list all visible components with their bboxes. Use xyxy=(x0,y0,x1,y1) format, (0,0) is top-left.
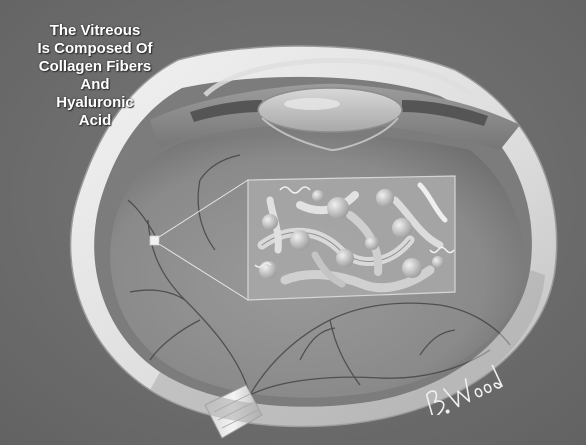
magnification-marker xyxy=(150,236,159,245)
caption: The Vitreous Is Composed Of Collagen Fib… xyxy=(10,22,180,130)
caption-line: Collagen Fibers xyxy=(10,58,180,76)
caption-line: Hyaluronic xyxy=(10,94,180,112)
lens xyxy=(258,88,402,132)
caption-line: Acid xyxy=(10,112,180,130)
lens-highlight xyxy=(284,98,340,110)
caption-line: The Vitreous xyxy=(10,22,180,40)
caption-line: Is Composed Of xyxy=(10,40,180,58)
artist-signature xyxy=(418,365,508,415)
caption-line: And xyxy=(10,76,180,94)
